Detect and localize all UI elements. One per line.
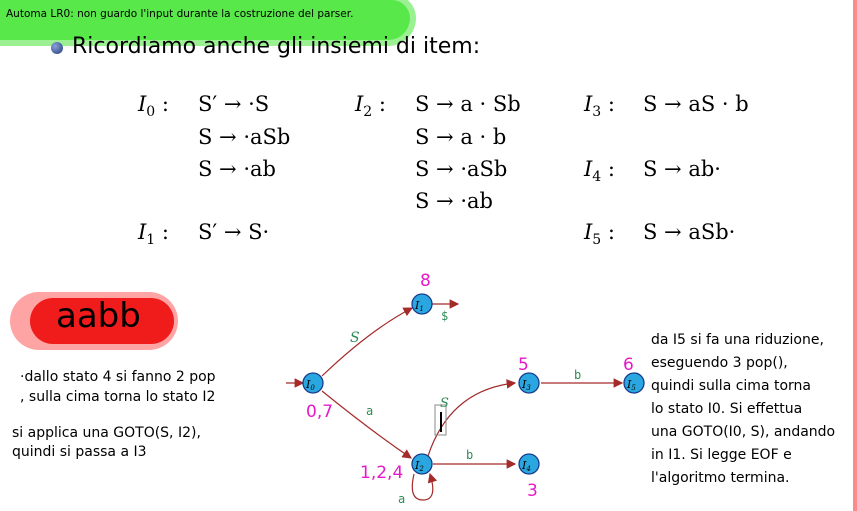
right-note-line-2: eseguendo 3 pop(), <box>651 355 788 371</box>
edge-i0-i1 <box>321 307 414 377</box>
svg-text:I5: I5 <box>626 378 636 392</box>
right-note: da I5 si fa una riduzione, eseguendo 3 p… <box>651 329 835 490</box>
right-note-line-3: quindi sulla cima torna <box>651 378 811 394</box>
i4-item-1: S → ab· <box>643 157 721 181</box>
node-i2: I2 <box>411 453 433 475</box>
edge-label-loop: a <box>398 492 405 506</box>
right-note-line-5: una GOTO(I0, S), andando <box>651 424 836 440</box>
i5-item-1: S → aSb· <box>643 220 736 244</box>
edge-label-i0-i2: a <box>366 404 373 418</box>
bullet-icon <box>51 42 63 54</box>
edge-label-i2-i4: b <box>466 448 473 462</box>
i0-label: I0 : <box>138 92 169 121</box>
edge-label-i3-i5: b <box>574 368 581 382</box>
annotation-i0: 0,7 <box>306 402 333 422</box>
i0-item-1: S′ → ·S <box>198 92 270 116</box>
i2-item-1: S → a · Sb <box>415 92 521 116</box>
annotation-i1: 8 <box>420 271 431 291</box>
i2-item-4: S → ·ab <box>415 189 493 213</box>
left-note-line-4: quindi si passa a I3 <box>12 444 147 460</box>
i1-item-1: S′ → S· <box>198 220 270 244</box>
i2-label: I2 : <box>355 92 386 121</box>
i2-item-3: S → ·aSb <box>415 157 508 181</box>
i5-label: I5 : <box>584 220 615 249</box>
i2-item-2: S → a · b <box>415 125 507 149</box>
bullet-heading: Ricordiamo anche gli insiemi di item: <box>72 34 481 59</box>
right-note-line-4: lo stato I0. Si effettua <box>651 401 803 417</box>
node-i1: I1 <box>411 293 433 315</box>
node-i0: I0 <box>302 372 324 394</box>
node-i3: I3 <box>518 372 540 394</box>
red-highlight-inner <box>30 298 174 344</box>
input-word: aabb <box>56 296 141 336</box>
i0-item-2: S → ·aSb <box>198 125 291 149</box>
right-note-line-1: da I5 si fa una riduzione, <box>651 332 824 348</box>
left-note-line-2: , sulla cima torna lo stato I2 <box>20 389 216 405</box>
cursor-box <box>434 404 447 436</box>
annotation-i4: 3 <box>527 481 538 501</box>
svg-text:I3: I3 <box>521 378 531 392</box>
i4-label: I4 : <box>584 157 615 186</box>
i3-label: I3 : <box>584 92 615 121</box>
node-i4: I4 <box>518 453 540 475</box>
svg-text:I2: I2 <box>414 459 424 473</box>
edge-i2-loop <box>411 472 438 501</box>
i0-item-3: S → ·ab <box>198 157 276 181</box>
annotation-i5: 6 <box>623 355 634 375</box>
left-note-line-3: si applica una GOTO(S, I2), <box>12 425 201 441</box>
edge-label-i0-i1: S <box>350 330 360 346</box>
edge-label-accept: $ <box>441 309 448 323</box>
annotation-i2: 1,2,4 <box>360 463 403 483</box>
edge-i2-i3 <box>427 379 517 457</box>
edge-label-i2-i3: S <box>440 396 449 411</box>
edge-i0-i2 <box>321 390 412 459</box>
svg-text:I4: I4 <box>521 459 531 473</box>
green-highlight <box>0 0 410 40</box>
slide-border <box>853 0 857 511</box>
i1-label: I1 : <box>138 220 169 249</box>
right-note-line-6: in I1. Si legge EOF e <box>651 447 792 463</box>
slide-header-title: Automa LR0: non guardo l'input durante l… <box>6 8 354 20</box>
svg-text:I0: I0 <box>305 378 315 392</box>
right-note-line-7: l'algoritmo termina. <box>651 470 790 486</box>
i3-item-1: S → aS · b <box>643 92 749 116</box>
annotation-i3: 5 <box>518 355 529 375</box>
svg-text:I1: I1 <box>414 299 424 313</box>
node-i5: I5 <box>623 372 645 394</box>
left-note-line-1: ·dallo stato 4 si fanno 2 pop <box>20 369 216 385</box>
